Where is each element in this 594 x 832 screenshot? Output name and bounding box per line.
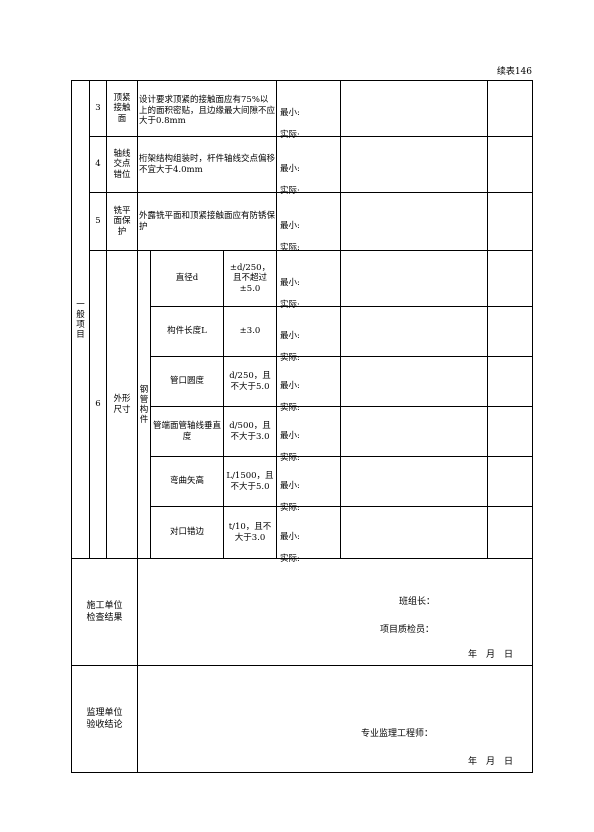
col-line-requirement — [276, 80, 277, 558]
subitem-1-actual: 实际: — [280, 300, 300, 310]
subitem-5-name: 弯曲矢高 — [169, 476, 204, 487]
subitem-2-measure: 最小: 实际: — [280, 320, 338, 364]
subitem-3-min: 最小: — [280, 381, 300, 391]
subitem-6-measure: 最小: 实际: — [280, 521, 338, 565]
general-section-text: 一般项目 — [76, 299, 85, 340]
subitem-5-min: 最小: — [280, 481, 300, 491]
row-4-item: 轴线交点错位 — [113, 148, 131, 180]
quality-inspector-label: 项目质检员： — [380, 625, 435, 635]
row-5-min: 最小: — [280, 221, 300, 231]
subitem-4-name: 管端面管轴线垂直度 — [153, 421, 222, 442]
construction-check-label: 施工单位 检查结果 — [86, 601, 123, 623]
subitem-5-tolerance: L/1500，且不大于5.0 — [226, 471, 274, 492]
row-5-measure: 最小: 实际: — [280, 210, 338, 254]
subitem-5-actual: 实际: — [280, 503, 300, 513]
subitem-6-name: 对口错边 — [169, 527, 204, 538]
subitem-3-tolerance: d/250，且不大于5.0 — [229, 371, 271, 392]
subitem-2-name: 构件长度L — [167, 326, 207, 337]
subitem-1-tolerance: ±d/250，且不超过±5.0 — [229, 262, 271, 294]
subitem-3-actual: 实际: — [280, 403, 300, 413]
row-5-no: 5 — [95, 216, 101, 227]
subitem-2-tolerance: ±3.0 — [239, 326, 261, 337]
row-3-no: 3 — [95, 103, 101, 114]
subitem-1-measure: 最小: 实际: — [280, 267, 338, 311]
subitem-4-measure: 最小: 实际: — [280, 420, 338, 464]
row-5-requirement: 外露铣平面和顶紧接触面应有防锈保护 — [139, 211, 276, 232]
page-number: 续表146 — [496, 67, 532, 77]
subitem-5-measure: 最小: 实际: — [280, 470, 338, 514]
row-3-actual: 实际: — [280, 130, 300, 140]
supervision-check-label: 监理单位 验收结论 — [86, 708, 123, 730]
sign-divider-line — [71, 665, 533, 666]
row-5-item: 铣平面保护 — [113, 205, 131, 237]
team-leader-label: 班组长： — [399, 597, 436, 607]
subitem-1-min: 最小: — [280, 278, 300, 288]
subitem-4-actual: 实际: — [280, 453, 300, 463]
row-4-requirement: 桁架结构组装时，杆件轴线交点偏移不宜大于4.0mm — [139, 154, 276, 175]
supervision-engineer-label: 专业监理工程师： — [361, 729, 434, 739]
row-3-requirement: 设计要求顶紧的接触面应有75%以上的面积密贴，且边缘最大间隙不应大于0.8mm — [139, 95, 276, 126]
row-6-group: 钢管构件 — [138, 251, 150, 558]
subitem-3-name: 管口圆度 — [169, 376, 204, 387]
col-line-result — [487, 80, 488, 558]
subitem-6-actual: 实际: — [280, 554, 300, 564]
row-3-item: 顶紧接触面 — [113, 92, 131, 124]
row-3-measure: 最小: 实际: — [280, 97, 338, 141]
col-line-measure — [340, 80, 341, 558]
subitem-2-min: 最小: — [280, 331, 300, 341]
row-4-measure: 最小: 实际: — [280, 153, 338, 197]
subitem-6-tolerance: t/10，且不大于3.0 — [228, 522, 272, 543]
subitem-1-name: 直径d — [175, 273, 199, 284]
subitem-4-min: 最小: — [280, 431, 300, 441]
construction-date-label: 年 月 日 — [468, 650, 514, 660]
row-4-no: 4 — [95, 159, 101, 170]
row-5-actual: 实际: — [280, 243, 300, 253]
row-4-actual: 实际: — [280, 186, 300, 196]
row-6-no: 6 — [95, 399, 101, 410]
table-border-right — [532, 80, 533, 773]
row-6-group-text: 钢管构件 — [139, 384, 149, 425]
row-4-min: 最小: — [280, 164, 300, 174]
row-6-item: 外形尺寸 — [113, 394, 131, 415]
subitem-3-measure: 最小: 实际: — [280, 370, 338, 414]
supervision-date-label: 年 月 日 — [468, 757, 514, 767]
general-section-label: 一般项目 — [72, 81, 89, 558]
table-border-bottom — [71, 772, 533, 773]
subitem-2-actual: 实际: — [280, 353, 300, 363]
row-3-min: 最小: — [280, 108, 300, 118]
subitem-4-tolerance: d/500，且不大于3.0 — [229, 421, 271, 442]
subitem-6-min: 最小: — [280, 532, 300, 542]
